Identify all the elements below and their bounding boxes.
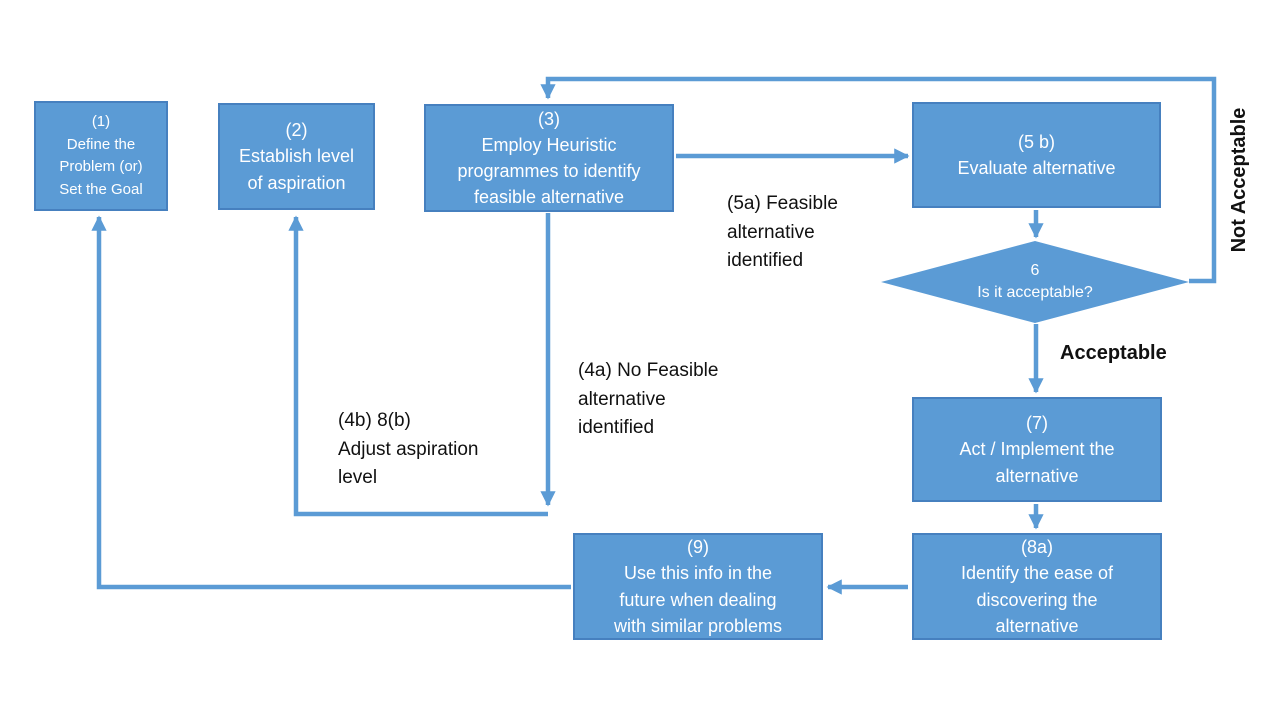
- box-5b-evaluate-alternative: (5 b) Evaluate alternative: [912, 102, 1161, 208]
- edge-label-4b-adjust-aspiration: (4b) 8(b) Adjust aspiration level: [338, 410, 479, 488]
- diamond-6-shape: [881, 241, 1189, 323]
- box-1-define-problem: (1) Define the Problem (or) Set the Goal: [34, 101, 168, 211]
- connector-adjust-aspiration-to-box2: [288, 215, 548, 517]
- edge-label-5a-feasible-identified: (5a) Feasible alternative identified: [727, 193, 838, 271]
- box-2-establish-aspiration: (2) Establish level of aspiration: [218, 103, 375, 210]
- box-7-act-implement: (7) Act / Implement the alternative: [912, 397, 1162, 502]
- connector-not-acceptable-loop-to-box3: [540, 76, 1217, 284]
- edge-label-not-acceptable: Not Acceptable: [1228, 107, 1250, 253]
- connector-box9-to-box1: [91, 215, 571, 590]
- box-8a-identify-ease: (8a) Identify the ease of discovering th…: [912, 533, 1162, 640]
- box-9-use-info-future: (9) Use this info in the future when dea…: [573, 533, 823, 640]
- edge-label-4a-no-feasible: (4a) No Feasible alternative identified: [578, 360, 719, 438]
- diamond-6-is-it-acceptable: 6 Is it acceptable?: [977, 261, 1093, 301]
- box-3-employ-heuristic: (3) Employ Heuristic programmes to ident…: [424, 104, 674, 212]
- edge-label-acceptable: Acceptable: [1060, 342, 1167, 364]
